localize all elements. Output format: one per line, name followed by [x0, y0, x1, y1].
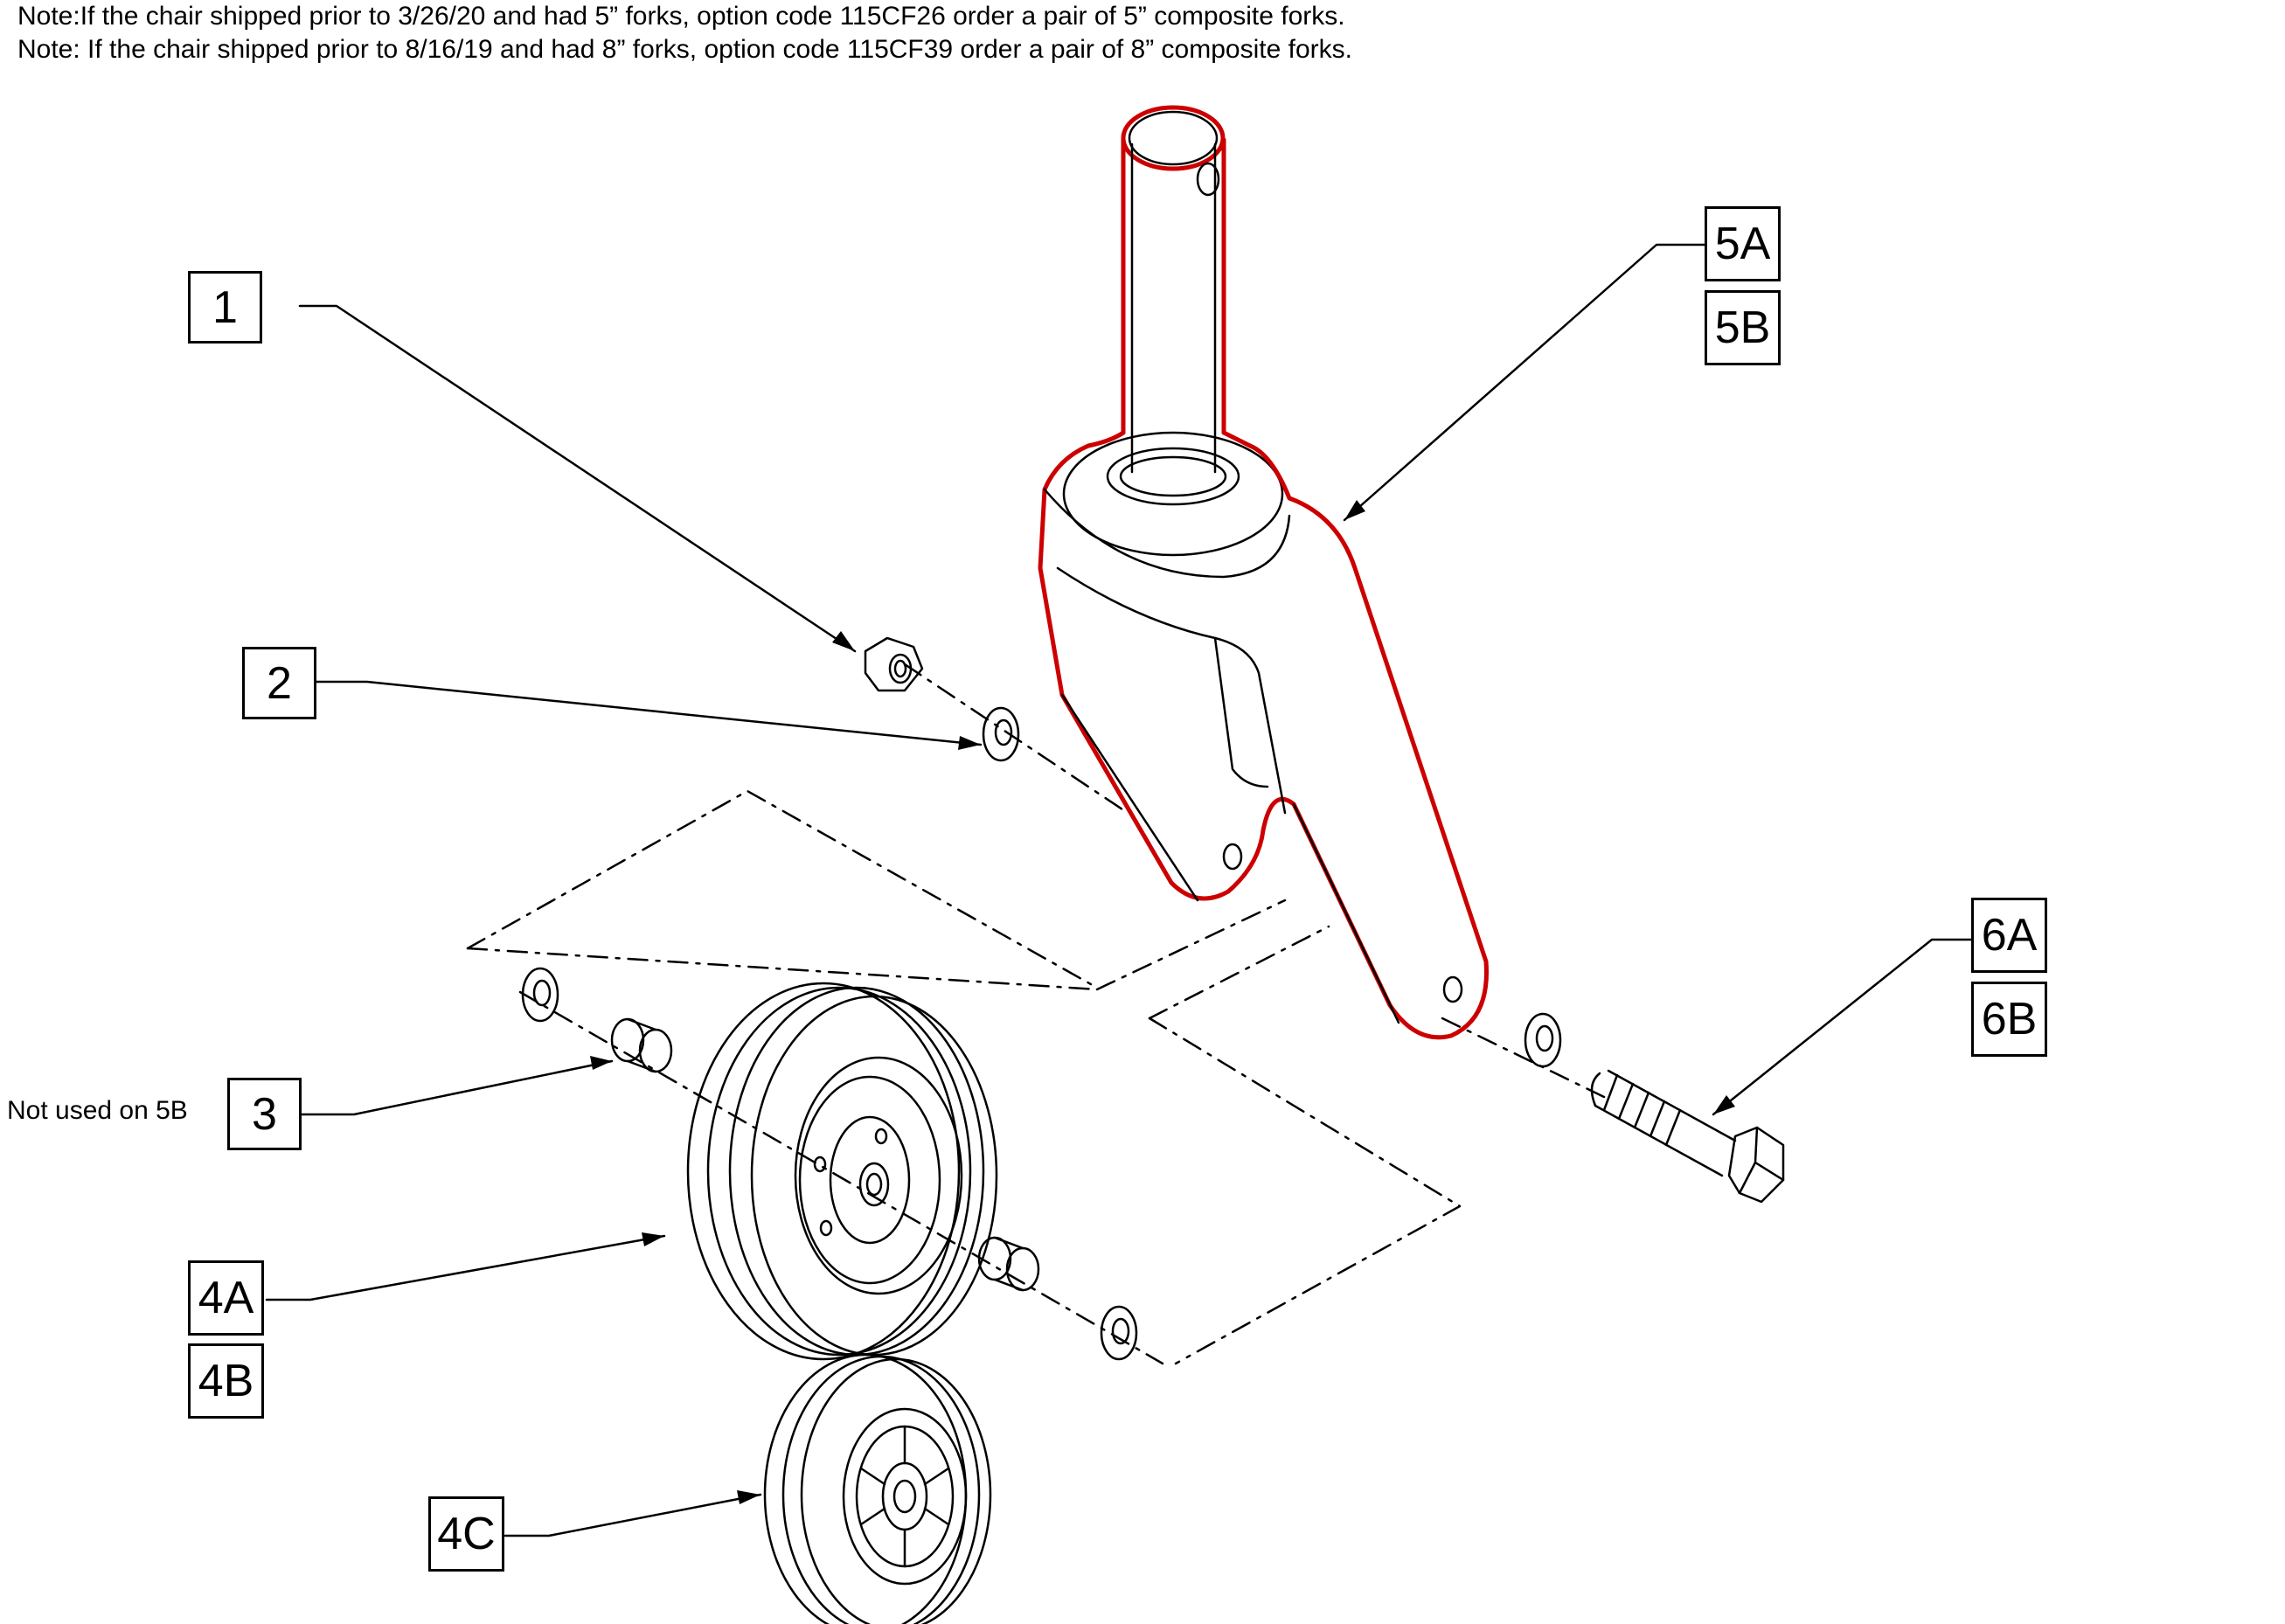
callout-5b: 5B: [1705, 290, 1781, 365]
note-not-used-on-5b: Not used on 5B: [7, 1096, 188, 1125]
fork-assembly-5: [1038, 105, 1489, 1040]
callout-1: 1: [188, 271, 262, 344]
callout-5a: 5A: [1705, 206, 1781, 281]
note-5in-forks: Note:If the chair shipped prior to 3/26/…: [17, 2, 1345, 31]
part-locknut: [864, 636, 924, 692]
callout-4b: 4B: [188, 1343, 264, 1419]
part-spacer-left: [610, 1017, 673, 1073]
note-8in-forks: Note: If the chair shipped prior to 8/16…: [17, 35, 1352, 64]
leader-lines: [265, 243, 1973, 1537]
part-washer-left: [521, 967, 559, 1023]
part-axle-bolt: [1590, 1069, 1785, 1204]
part-washer-right: [1524, 1012, 1562, 1068]
part-washer-bottom: [1100, 1305, 1138, 1361]
assembly-outline-dashed: [466, 789, 1462, 1365]
callout-6a: 6A: [1971, 898, 2047, 973]
callout-4a: 4A: [188, 1260, 264, 1336]
callout-6b: 6B: [1971, 982, 2047, 1057]
callout-4c: 4C: [428, 1496, 504, 1572]
part-wheel-4a: [686, 982, 998, 1361]
part-washer-upper: [982, 706, 1020, 762]
callout-2: 2: [242, 647, 316, 719]
callout-3: 3: [227, 1078, 302, 1150]
axle-centerlines: [518, 663, 1606, 1365]
part-wheel-4c: [763, 1353, 992, 1624]
part-spacer-right: [977, 1236, 1040, 1292]
leader-arrowheads: [590, 500, 1735, 1504]
